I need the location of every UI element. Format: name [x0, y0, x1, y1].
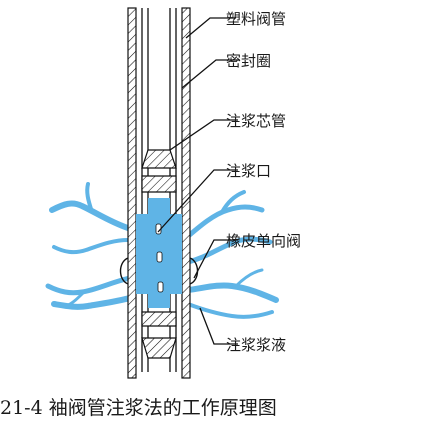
label-rubber-check-valve: 橡皮单向阀	[226, 232, 301, 250]
grout-fissures-left	[45, 182, 133, 310]
grout-fissures-right	[183, 190, 279, 319]
figure-caption: 21-4 袖阀管注浆法的工作原理图	[0, 397, 277, 419]
plastic-sleeve-pipe	[127, 7, 191, 379]
label-grout-port: 注浆口	[226, 162, 271, 180]
seal-ring-lower	[141, 311, 177, 359]
label-seal-ring: 密封圈	[226, 52, 271, 70]
seal-ring-upper	[141, 149, 177, 193]
label-plastic-sleeve-pipe: 塑料阀管	[226, 10, 286, 28]
grout-in-core	[136, 198, 182, 308]
label-grout-core-pipe: 注浆芯管	[226, 112, 286, 130]
label-grout-slurry: 注浆浆液	[226, 336, 286, 354]
leader-lines	[157, 17, 240, 345]
